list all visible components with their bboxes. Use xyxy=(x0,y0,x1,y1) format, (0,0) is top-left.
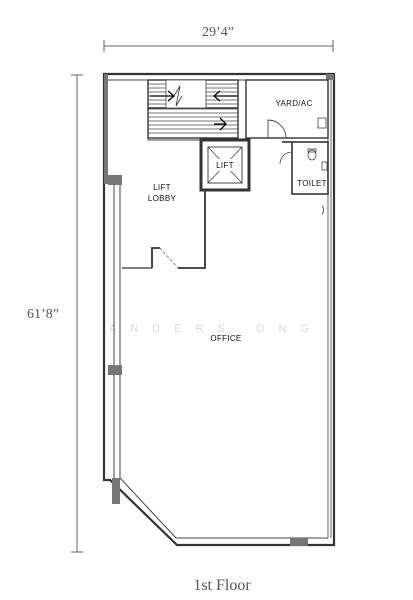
office-label: OFFICE xyxy=(210,334,241,343)
watermark: ANDERS ONG xyxy=(109,323,323,335)
outer-walls xyxy=(102,72,336,547)
width-dimension-label: 29’4” xyxy=(202,25,234,40)
floor-title: 1st Floor xyxy=(193,577,251,594)
height-dimension-label: 61’8” xyxy=(27,307,59,322)
toilet-label: TOILET xyxy=(297,179,327,188)
width-dimension: 29’4” xyxy=(103,25,334,52)
toilet-room: TOILET xyxy=(279,141,329,215)
yard-label: YARD/AC xyxy=(275,99,312,108)
lift-lobby-label-line1: LIFT xyxy=(153,183,171,192)
lift-shaft: LIFT xyxy=(199,138,251,192)
office-area: OFFICE xyxy=(210,334,241,343)
lift-lobby-walls: LIFT LOBBY xyxy=(122,138,206,269)
lift-lobby-label-line2: LOBBY xyxy=(148,194,177,203)
lift-label: LIFT xyxy=(216,161,234,170)
staircase xyxy=(147,79,239,139)
yard-area: YARD/AC xyxy=(245,79,329,139)
height-dimension: 61’8” xyxy=(27,74,83,553)
